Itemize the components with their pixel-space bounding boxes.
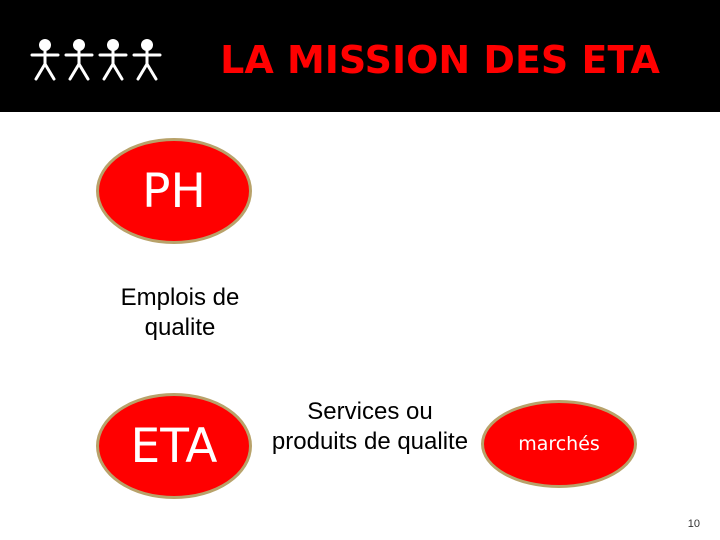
ph-oval: PH	[96, 138, 252, 244]
eta-oval: ETA	[96, 393, 252, 499]
slide-title: LA MISSION DES ETA	[220, 38, 660, 82]
eta-label: ETA	[130, 418, 218, 474]
services-label: Services ou produits de qualite	[271, 398, 469, 455]
marches-label: marchés	[518, 433, 600, 455]
title-bar: LA MISSION DES ETA	[0, 0, 720, 112]
emplois-label: Emplois de qualite	[120, 284, 240, 341]
page-number: 10	[687, 518, 700, 530]
people-group-icon	[30, 39, 162, 81]
ph-label: PH	[142, 163, 206, 219]
marches-oval: marchés	[481, 400, 637, 488]
